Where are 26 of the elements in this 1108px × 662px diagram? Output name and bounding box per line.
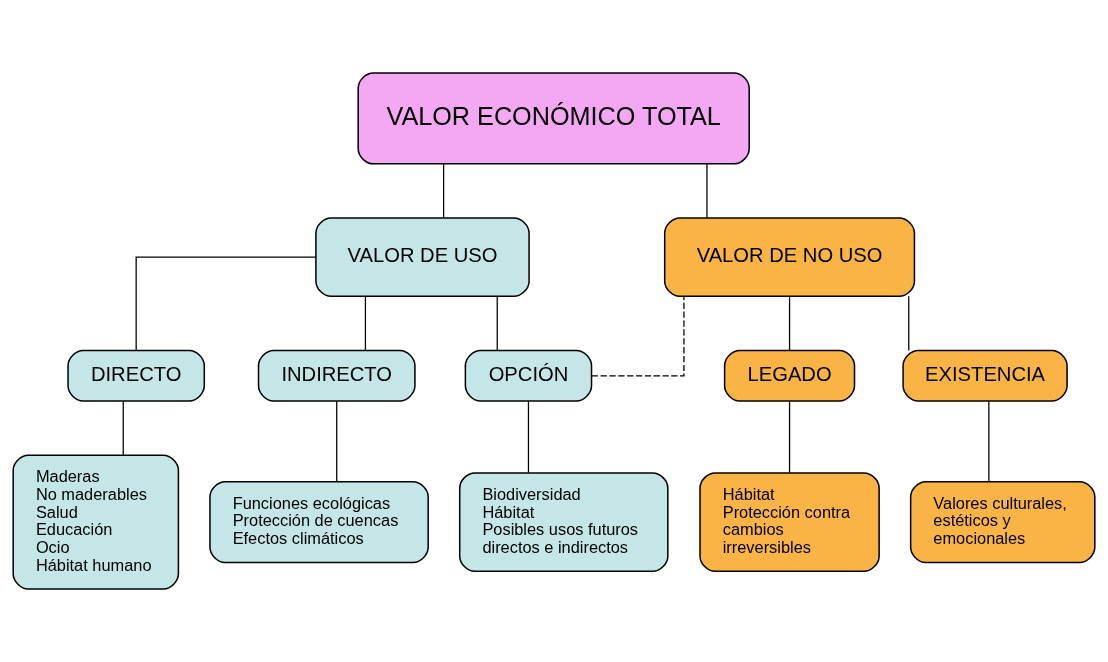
connector bbox=[336, 400, 338, 483]
node-box: Maderas No maderables Salud Educación Ocio Hábitat humano bbox=[12, 454, 180, 590]
node-box: VALOR DE NO USO bbox=[663, 217, 916, 298]
connector bbox=[443, 163, 445, 219]
node-box: DIRECTO bbox=[67, 349, 206, 402]
node-box: VALOR ECONÓMICO TOTAL bbox=[357, 72, 750, 165]
connector bbox=[527, 400, 530, 474]
connector bbox=[364, 295, 367, 352]
node-box: VALOR DE USO bbox=[315, 217, 530, 298]
connector bbox=[122, 400, 124, 456]
connector bbox=[706, 163, 708, 219]
node-box: EXISTENCIA bbox=[902, 349, 1068, 402]
node-box: Funciones ecológicas Protección de cuencas Efectos climáticos bbox=[209, 481, 429, 564]
connector bbox=[788, 295, 791, 352]
connector bbox=[135, 256, 317, 351]
node-box: INDIRECTO bbox=[257, 349, 416, 402]
connector bbox=[908, 295, 910, 352]
node-box: LEGADO bbox=[723, 349, 856, 402]
connector bbox=[591, 295, 685, 377]
node-box: OPCIÓN bbox=[464, 349, 593, 402]
connector bbox=[788, 400, 791, 474]
connector bbox=[988, 400, 990, 483]
node-box: Valores culturales, estéticos y emocionales bbox=[909, 481, 1096, 564]
node-box: Hábitat Protección contra cambios irreversibles bbox=[699, 472, 880, 573]
connector bbox=[496, 295, 498, 352]
node-box: Biodiversidad Hábitat Posibles usos futuros directos e indirectos bbox=[458, 472, 669, 573]
